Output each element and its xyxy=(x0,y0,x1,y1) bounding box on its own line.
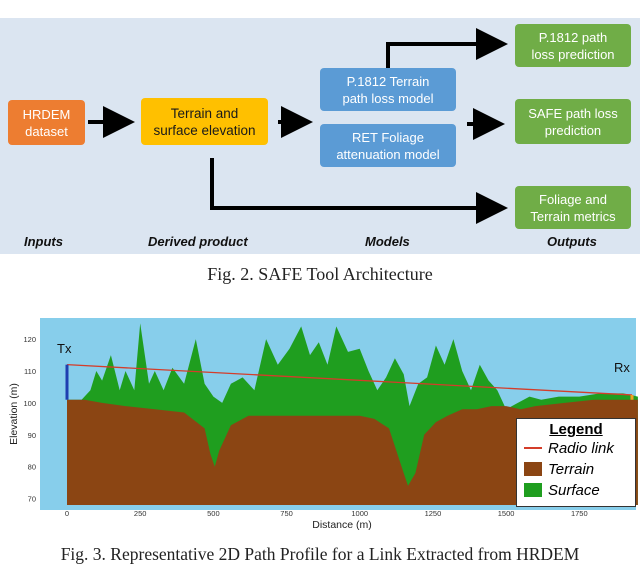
legend-terrain-swatch xyxy=(524,462,542,476)
stage-derived-label: Derived product xyxy=(148,234,248,249)
legend-terrain: Terrain xyxy=(524,461,594,478)
y-tick-label: 70 xyxy=(28,495,36,504)
path-profile-chart: 0 250 500 750 1000 1250 1500 1750 70 80 90 100 110 12… xyxy=(8,318,638,531)
y-tick-label: 90 xyxy=(28,431,36,440)
p1812-terrain-model-box: P.1812 Terrain path loss model xyxy=(320,68,456,111)
stage-inputs-label: Inputs xyxy=(24,234,63,249)
arrow-p1812-to-prediction xyxy=(386,28,508,68)
diagram-arrows xyxy=(88,28,508,224)
arrow-terrain-to-metrics xyxy=(210,158,508,224)
profile-legend: Legend Radio link Terrain Surface xyxy=(516,418,636,507)
x-tick-label: 1500 xyxy=(498,509,515,518)
y-axis-label: Elevation (m) xyxy=(8,383,20,445)
y-tick-label: 100 xyxy=(23,399,36,408)
x-tick-label: 0 xyxy=(65,509,69,518)
p1812-prediction-box: P.1812 path loss prediction xyxy=(515,24,631,67)
safe-prediction-box: SAFE path loss prediction xyxy=(515,99,631,144)
x-tick-label: 750 xyxy=(280,509,293,518)
stage-models-label: Models xyxy=(365,234,410,249)
y-tick-label: 120 xyxy=(23,335,36,344)
legend-radio-link: Radio link xyxy=(524,440,614,457)
terrain-area xyxy=(67,399,638,505)
y-tick-label: 110 xyxy=(24,367,36,376)
radio-link-line xyxy=(66,364,633,396)
legend-title: Legend xyxy=(549,421,603,438)
legend-surface-swatch xyxy=(524,483,542,497)
hrdem-dataset-box: HRDEM dataset xyxy=(8,100,85,145)
architecture-diagram: HRDEM dataset Terrain and surface elevat… xyxy=(0,18,640,254)
x-tick-label: 1250 xyxy=(425,509,442,518)
legend-surface: Surface xyxy=(524,482,600,499)
x-tick-label: 1000 xyxy=(351,509,368,518)
path-profile-figure: 0 250 500 750 1000 1250 1500 1750 70 80 90 100 110 12… xyxy=(0,310,640,540)
tx-label: Tx xyxy=(57,341,72,356)
y-tick-label: 80 xyxy=(28,463,36,472)
x-tick-label: 500 xyxy=(207,509,220,518)
stage-outputs-label: Outputs xyxy=(547,234,597,249)
x-tick-label: 250 xyxy=(134,509,147,518)
fig2-caption: Fig. 2. SAFE Tool Architecture xyxy=(207,264,433,284)
ret-foliage-model-box: RET Foliage attenuation model xyxy=(320,124,456,167)
rx-label: Rx xyxy=(614,360,630,375)
terrain-surface-box: Terrain and surface elevation xyxy=(141,98,268,145)
foliage-terrain-metrics-box: Foliage and Terrain metrics xyxy=(515,186,631,229)
x-tick-label: 1750 xyxy=(571,509,588,518)
fig3-caption: Fig. 3. Representative 2D Path Profile f… xyxy=(60,544,580,564)
legend-radio-swatch xyxy=(524,447,542,449)
x-axis-label: Distance (m) xyxy=(312,519,372,531)
